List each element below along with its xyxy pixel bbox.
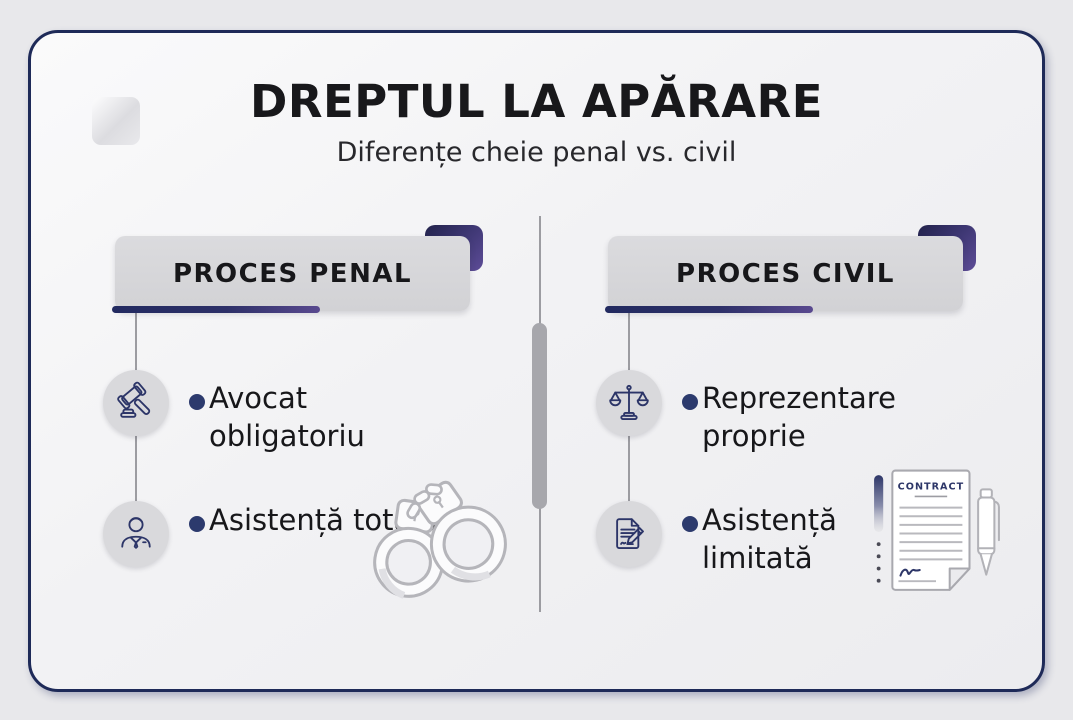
page-title: DREPTUL LA APĂRARE — [250, 75, 823, 128]
contract-svg: CONTRACT — [874, 469, 1000, 591]
proces-civil-header: PROCES CIVIL — [605, 225, 976, 313]
signature-squiggle — [899, 568, 921, 577]
penal-bullet-2 — [189, 516, 205, 532]
civil-item-1-text: Reprezentare proprie — [702, 381, 896, 453]
justice-scales-icon-svg — [609, 384, 649, 420]
civil-header-box: PROCES CIVIL — [608, 236, 963, 311]
lawyer-icon-svg — [121, 517, 151, 549]
gavel-icon-svg — [117, 381, 151, 418]
contract-illustration: CONTRACT — [869, 467, 1003, 601]
civil-bullet-1 — [682, 394, 698, 410]
gavel-icon — [103, 370, 169, 436]
lawyer-icon — [103, 501, 169, 567]
civil-item-2-text: Asistență limitată — [702, 503, 837, 575]
decor-square — [92, 97, 140, 145]
page-subtitle: Diferențe cheie penal vs. civil — [336, 137, 737, 168]
penal-header-label: PROCES PENAL — [172, 258, 413, 289]
handcuffs-illustration — [361, 461, 513, 613]
center-divider-capsule — [532, 323, 547, 509]
justice-scales-icon — [596, 370, 662, 436]
proces-penal-header: PROCES PENAL — [112, 225, 483, 313]
penal-header-box: PROCES PENAL — [115, 236, 470, 311]
penal-header-underline — [112, 306, 320, 313]
document-pen-icon-svg — [616, 518, 644, 550]
penal-bullet-1 — [189, 394, 205, 410]
contract-label: CONTRACT — [898, 481, 964, 492]
contract-paper: CONTRACT — [891, 469, 971, 591]
infographic-card: DREPTUL LA APĂRARE Diferențe cheie penal… — [28, 30, 1045, 692]
civil-bullet-2 — [682, 516, 698, 532]
penal-item-1-text: Avocat obligatoriu — [209, 381, 365, 453]
civil-header-underline — [605, 306, 813, 313]
document-pen-icon — [596, 501, 662, 567]
contract-side-bar — [874, 475, 884, 583]
civil-header-label: PROCES CIVIL — [676, 258, 895, 289]
pen-illustration — [977, 488, 1000, 576]
handcuffs-svg — [373, 480, 507, 599]
